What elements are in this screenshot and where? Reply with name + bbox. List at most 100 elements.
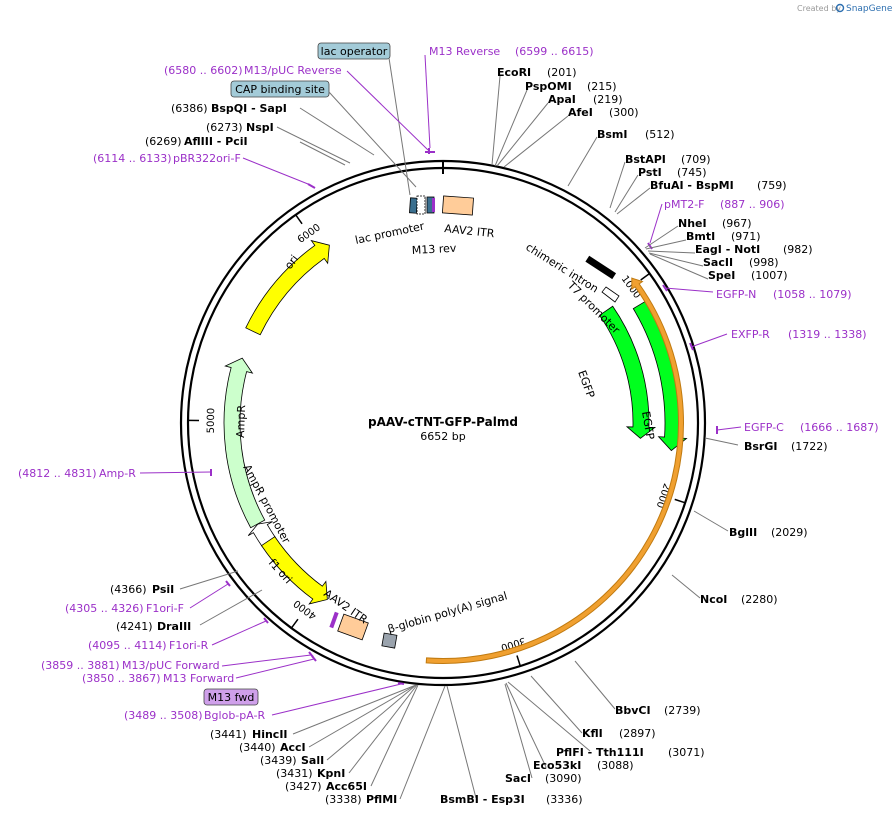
svg-text:(219): (219): [593, 93, 623, 106]
enzyme-label-ncoi[interactable]: NcoI (2280): [700, 593, 778, 606]
feature-label-ampr: AmpR: [234, 404, 248, 438]
enzyme-label-bstapi[interactable]: BstAPI (709): [625, 153, 711, 166]
svg-text:M13 Reverse: M13 Reverse: [429, 45, 500, 58]
enzyme-label-draiii[interactable]: (4241) DraIII: [116, 620, 191, 633]
aav2-itr-top-block: [441, 195, 474, 216]
label-box-cap-binding-site[interactable]: CAP binding site: [230, 80, 330, 98]
enzyme-label-sacii[interactable]: SacII (998): [703, 256, 779, 269]
label-box-lac-operator[interactable]: lac operator: [317, 42, 391, 60]
feature-arrow-egfp-4[interactable]: [598, 305, 657, 439]
svg-text:Amp-R: Amp-R: [99, 467, 136, 480]
svg-text:lac operator: lac operator: [321, 45, 388, 58]
enzyme-label-nhei[interactable]: NheI (967): [678, 217, 752, 230]
enzyme-label-ecori[interactable]: EcoRI (201): [497, 66, 577, 79]
enzyme-label-bglii[interactable]: BglII (2029): [729, 526, 808, 539]
svg-text:BspQI - SapI: BspQI - SapI: [211, 102, 287, 115]
enzyme-label-sali[interactable]: (3439) SalI: [260, 754, 324, 767]
enzyme-label-saci[interactable]: SacI (3090): [505, 772, 582, 785]
primer-label-f1ori-r[interactable]: (4095 .. 4114) F1ori-R: [88, 639, 209, 652]
feature-arrow-f1-ori-3[interactable]: [260, 536, 328, 605]
primer-label-egfp-n[interactable]: EGFP-N (1058 .. 1079): [716, 288, 852, 301]
feature-label-aav2-itr-top: AAV2 ITR: [444, 222, 496, 240]
svg-text:AfeI: AfeI: [568, 106, 593, 119]
chimeric-intron-block: [585, 255, 617, 280]
feature-arrow-ampr-promoter-2[interactable]: [247, 521, 276, 547]
svg-text:(759): (759): [757, 179, 787, 192]
enzyme-label-pspomi[interactable]: PspOMI (215): [525, 80, 617, 93]
feature-arrows: [223, 239, 688, 664]
enzyme-label-spei[interactable]: SpeI (1007): [708, 269, 788, 282]
enzyme-label-afei[interactable]: AfeI (300): [568, 106, 639, 119]
svg-text:(3440): (3440): [239, 741, 276, 754]
feature-arrow-ampr-1[interactable]: [223, 357, 266, 529]
enzyme-label-nspi[interactable]: (6273) NspI: [206, 121, 274, 134]
svg-text:pMT2-F: pMT2-F: [664, 198, 705, 211]
feature-label-egfp-outer: EGFP: [639, 410, 657, 441]
primer-label-m13-reverse[interactable]: M13 Reverse (6599 .. 6615): [429, 45, 594, 58]
enzyme-label-bfuai-bspmi[interactable]: BfuAI - BspMI (759): [650, 179, 787, 192]
svg-text:M13/pUC Reverse: M13/pUC Reverse: [244, 64, 342, 77]
label-box-m13-fwd[interactable]: M13 fwd: [203, 688, 259, 706]
svg-text:AflIII - PciI: AflIII - PciI: [184, 135, 248, 148]
aav2-itr-bottom-block: [329, 611, 369, 641]
enzyme-label-bsmbi-esp3i[interactable]: BsmBI - Esp3I (3336): [440, 793, 583, 806]
svg-text:BstAPI: BstAPI: [625, 153, 666, 166]
primer-label-egfp-c[interactable]: EGFP-C (1666 .. 1687): [744, 421, 879, 434]
svg-text:(4366): (4366): [110, 583, 147, 596]
primer-label-bglob-pa-r[interactable]: (3489 .. 3508) Bglob-pA-R: [124, 709, 266, 722]
svg-text:(745): (745): [677, 166, 707, 179]
primer-label-pbr322ori-f[interactable]: (6114 .. 6133) pBR322ori-F: [93, 152, 241, 165]
enzyme-label-bsmi[interactable]: BsmI (512): [597, 128, 675, 141]
svg-text:PspOMI: PspOMI: [525, 80, 572, 93]
enzyme-label-apai[interactable]: ApaI (219): [548, 93, 623, 106]
enzyme-label-psti[interactable]: PstI (745): [638, 166, 707, 179]
primer-label-exfp-r[interactable]: EXFP-R (1319 .. 1338): [731, 328, 867, 341]
enzyme-label-psii[interactable]: (4366) PsiI: [110, 583, 174, 596]
enzyme-label-acc65i[interactable]: (3427) Acc65I: [285, 780, 367, 793]
svg-text:(3489 .. 3508): (3489 .. 3508): [124, 709, 203, 722]
svg-text:NheI: NheI: [678, 217, 707, 230]
enzyme-label-eco53ki[interactable]: Eco53kI (3088): [533, 759, 634, 772]
primer-label-f1ori-f[interactable]: (4305 .. 4326) F1ori-F: [65, 602, 184, 615]
svg-text:(3088): (3088): [597, 759, 634, 772]
enzyme-label-eagi-noti[interactable]: EagI - NotI (982): [695, 243, 813, 256]
primer-label-m13-puc-reverse[interactable]: (6580 .. 6602) M13/pUC Reverse: [164, 64, 342, 77]
svg-text:(300): (300): [609, 106, 639, 119]
primer-label-pmt2-f[interactable]: pMT2-F (887 .. 906): [664, 198, 785, 211]
feature-arrow-ori-0[interactable]: [245, 239, 330, 336]
svg-text:EGFP-C: EGFP-C: [744, 421, 784, 434]
svg-text:(982): (982): [783, 243, 813, 256]
svg-text:(2280): (2280): [741, 593, 778, 606]
enzyme-label-acci[interactable]: (3440) AccI: [239, 741, 306, 754]
enzyme-label-bspqi-sapi[interactable]: (6386) BspQI - SapI: [171, 102, 287, 115]
enzyme-label-kpni[interactable]: (3431) KpnI: [276, 767, 345, 780]
enzyme-label-hincii[interactable]: (3441) HincII: [210, 728, 288, 741]
svg-text:PstI: PstI: [638, 166, 662, 179]
enzyme-label-pflfi-tth111i[interactable]: PflFI - Tth111I (3071): [556, 746, 705, 759]
primer-label-amp-r[interactable]: (4812 .. 4831) Amp-R: [18, 467, 136, 480]
svg-text:PsiI: PsiI: [152, 583, 174, 596]
svg-text:(1666 .. 1687): (1666 .. 1687): [800, 421, 879, 434]
svg-text:BmtI: BmtI: [686, 230, 715, 243]
t7-promoter-block: [601, 286, 620, 303]
enzyme-label-pflmi[interactable]: (3338) PflMI: [325, 793, 397, 806]
enzyme-label-bbvci[interactable]: BbvCI (2739): [615, 704, 701, 717]
enzyme-label-bmti[interactable]: BmtI (971): [686, 230, 761, 243]
svg-text:(3071): (3071): [668, 746, 705, 759]
primer-label-m13-puc-forward[interactable]: (3859 .. 3881) M13/pUC Forward: [41, 659, 220, 672]
tick-mark-2000: [674, 498, 686, 504]
primer-label-m13-forward[interactable]: (3850 .. 3867) M13 Forward: [82, 672, 234, 685]
svg-text:(6386): (6386): [171, 102, 208, 115]
feature-arrow-globin-poly-a-signal-6[interactable]: [425, 277, 684, 664]
enzyme-label-bsrgi[interactable]: BsrGI (1722): [744, 440, 828, 453]
svg-text:BbvCI: BbvCI: [615, 704, 651, 717]
svg-text:(3090): (3090): [545, 772, 582, 785]
svg-text:(2029): (2029): [771, 526, 808, 539]
svg-text:PflFI - Tth111I: PflFI - Tth111I: [556, 746, 644, 759]
svg-text:BsmI: BsmI: [597, 128, 628, 141]
enzyme-label-afliii-pcii[interactable]: (6269) AflIII - PciI: [145, 135, 248, 148]
svg-text:Bglob-pA-R: Bglob-pA-R: [204, 709, 266, 722]
svg-text:(3441): (3441): [210, 728, 247, 741]
enzyme-label-kfli[interactable]: KflI (2897): [582, 727, 656, 740]
